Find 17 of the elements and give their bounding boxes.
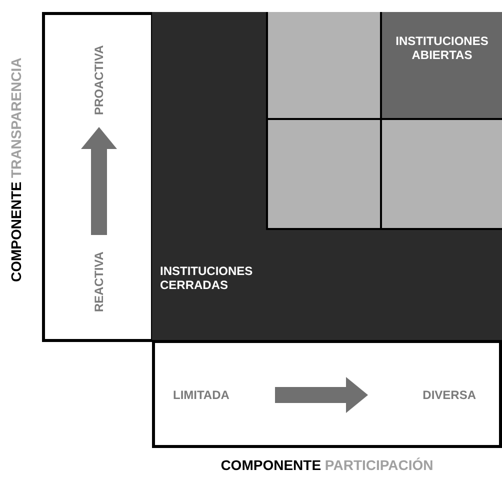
matrix-cell [382,120,502,228]
quadrant-title: INSTITUCIONES ABIERTAS [394,34,490,62]
matrix-cell [268,12,380,118]
axis-title: COMPONENTE PARTICIPACIÓN [220,456,434,474]
arrow [81,127,117,235]
axis-band [42,12,154,342]
matrix-quadrant [152,12,502,342]
axis-title: COMPONENTE TRANSPARENCIA [7,56,25,284]
axis-level-label: PROACTIVA [91,35,107,125]
matrix-cell [382,12,502,118]
axis-level-label: REACTIVA [91,237,107,327]
quadrant-title: INSTITUCIONES CERRADAS [160,264,254,292]
arrow [275,377,368,413]
axis-level-label: LIMITADA [173,387,275,403]
axis-level-label: DIVERSA [368,387,476,403]
matrix-cell [268,120,380,228]
axis-band [152,340,502,448]
